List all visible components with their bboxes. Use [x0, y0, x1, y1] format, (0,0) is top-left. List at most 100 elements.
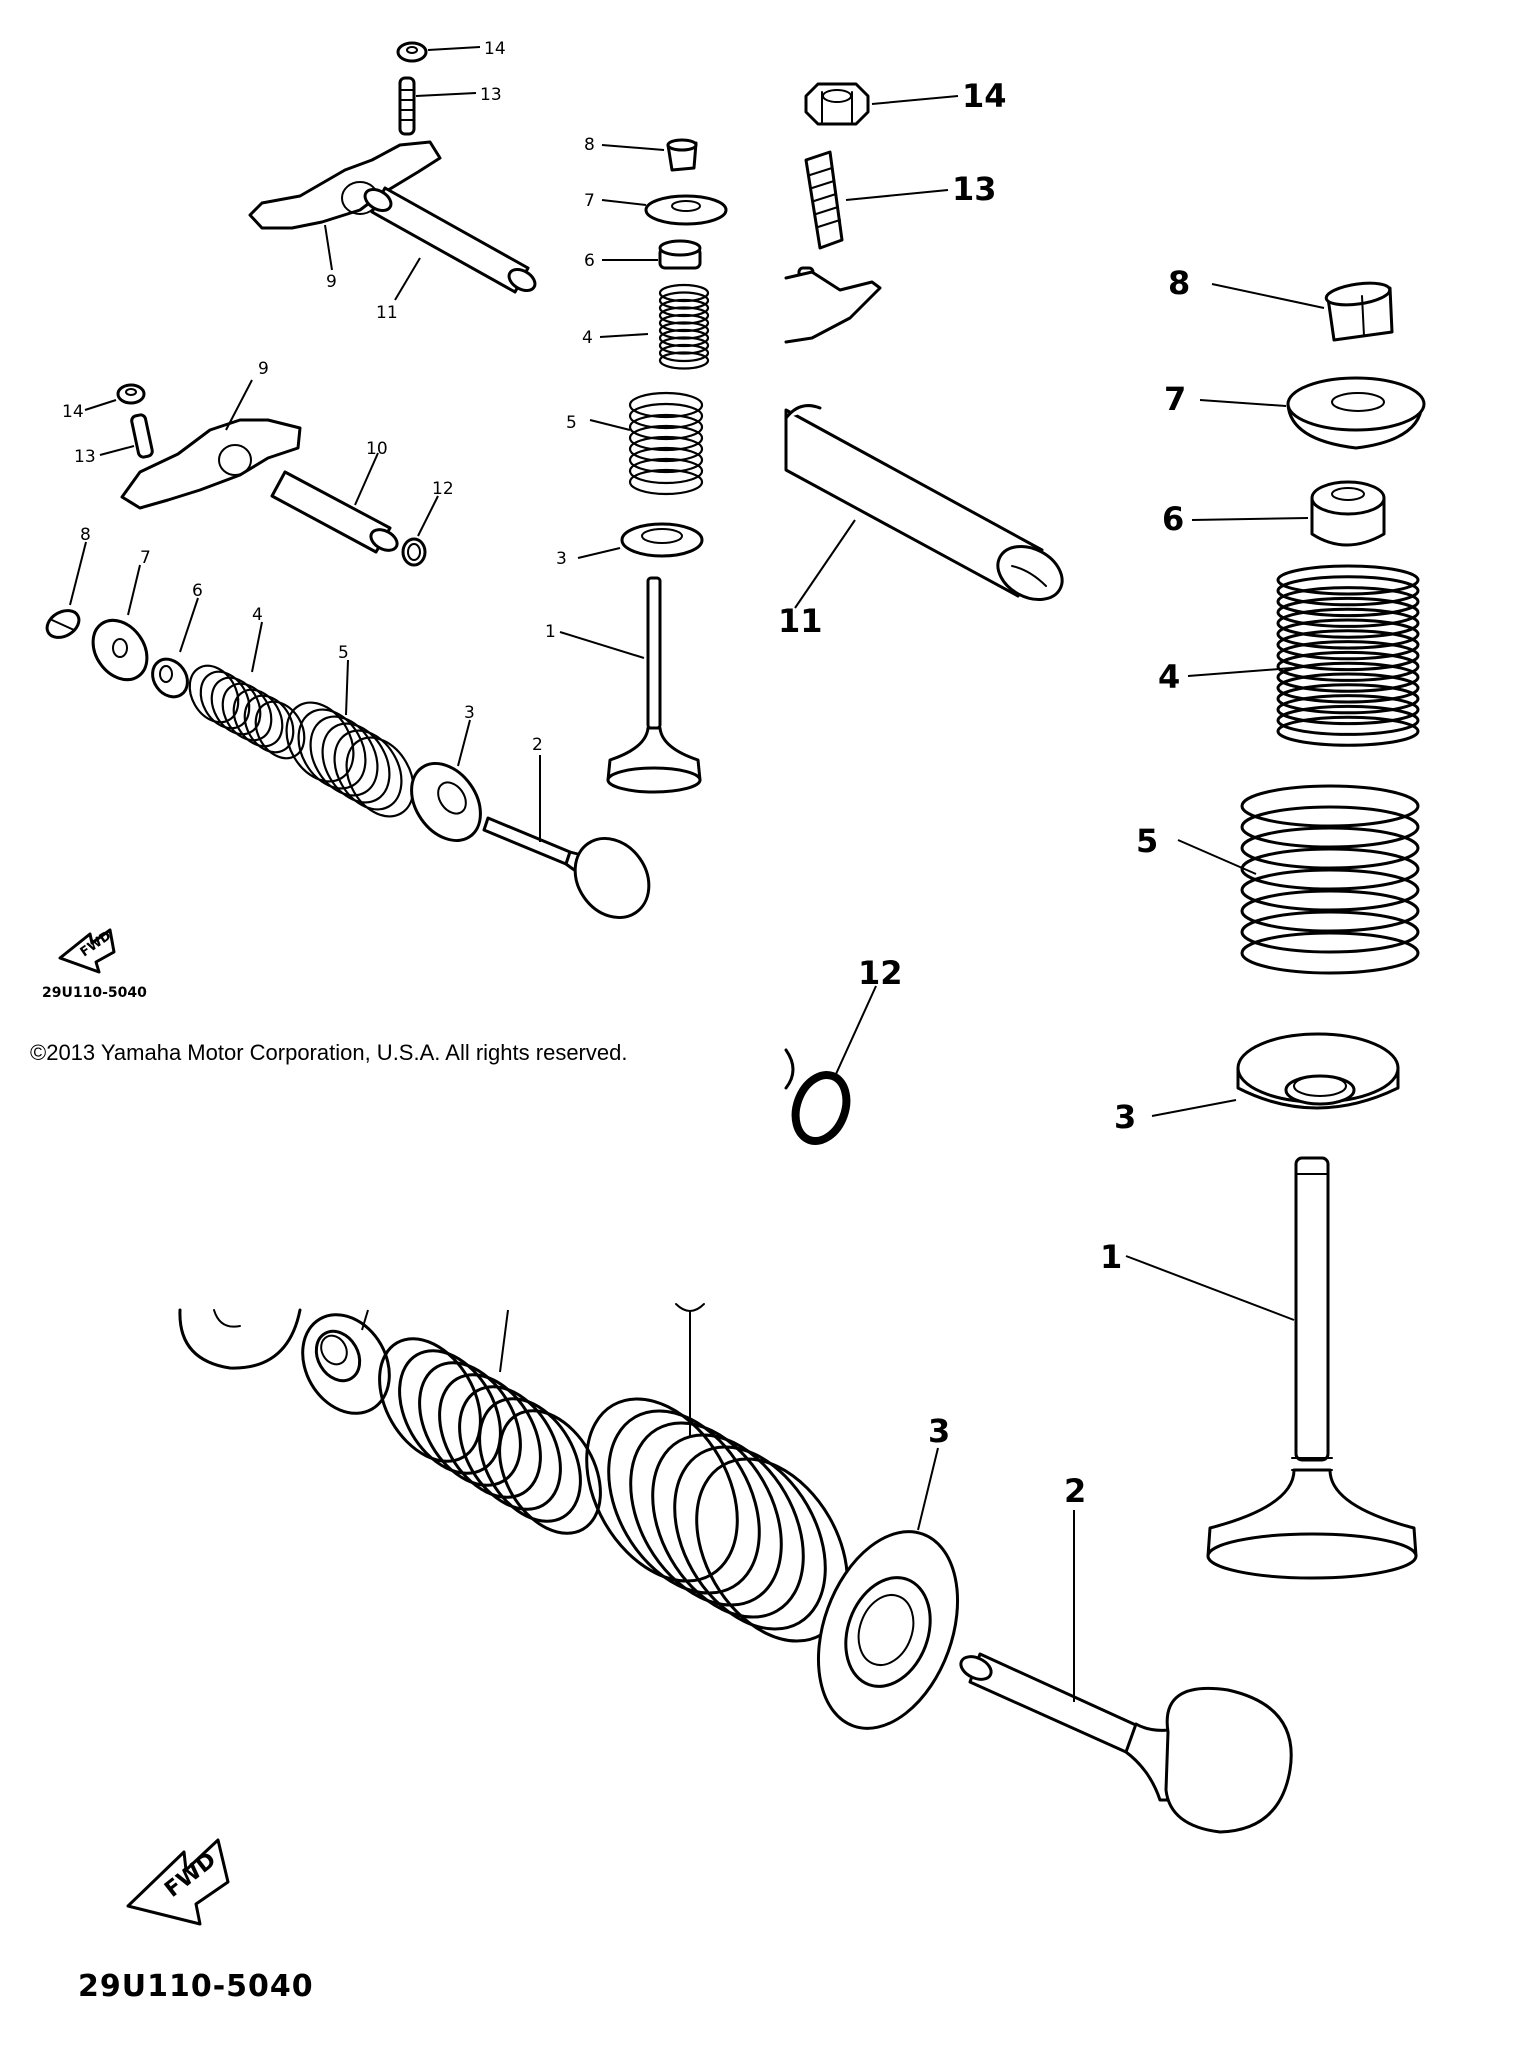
spring-coil — [1240, 910, 1420, 954]
spring-coil — [628, 435, 704, 463]
spring-coil — [1240, 868, 1420, 912]
part-2-exhaust-valve-detail — [959, 1652, 1293, 1834]
part-4-inner-spring-detail — [1276, 564, 1420, 747]
part-14-nut-left — [116, 383, 146, 405]
label-4-detail: 4 — [1158, 658, 1180, 696]
spring-coil — [309, 715, 379, 797]
fwd-arrow-big: FWD — [126, 1838, 230, 1926]
part-11-shaft-detail — [784, 404, 1064, 602]
spring-coil — [458, 1385, 562, 1511]
part-3-seat-small — [620, 522, 704, 558]
spring-coil — [1276, 704, 1420, 736]
spring-coil — [232, 688, 284, 748]
label-9-upper: 9 — [326, 272, 337, 292]
label-3-detail: 3 — [1114, 1098, 1136, 1136]
label-3-upper: 3 — [556, 549, 567, 569]
diagram-code-big: 29U110-5040 — [78, 1969, 314, 2004]
spring-coil — [585, 1397, 739, 1583]
label-12-small: 12 — [432, 479, 454, 499]
label-14-upper: 14 — [484, 39, 506, 59]
label-5-upper: 5 — [566, 413, 577, 433]
spring-coil — [345, 736, 415, 818]
part-8-cotter-detail — [1324, 281, 1394, 342]
spring-coil — [1276, 629, 1420, 661]
spring-coil — [1276, 618, 1420, 650]
label-6-left: 6 — [192, 581, 203, 601]
spring-coil — [1240, 931, 1420, 975]
spring-coil — [285, 701, 355, 783]
part-7-retainer-small — [644, 194, 728, 226]
detail-vertical-stack: 14 13 11 8 — [778, 77, 1426, 1580]
spring-coil — [628, 413, 704, 441]
spring-coil — [651, 1433, 805, 1619]
spring-coil — [210, 676, 262, 736]
spring-coil — [1276, 607, 1420, 639]
label-13-left: 13 — [74, 447, 96, 467]
spring-coil — [1276, 586, 1420, 618]
part-5-outer-spring-detail — [1240, 784, 1420, 975]
part-13-adjuster-left — [130, 413, 154, 459]
part-6-seal-detail-diagonal — [301, 1313, 391, 1415]
spring-coil — [243, 694, 295, 754]
label-5-detail: 5 — [1136, 822, 1158, 860]
label-5-left: 5 — [338, 643, 349, 663]
label-3-left: 3 — [464, 703, 475, 723]
label-13-detail: 13 — [952, 170, 997, 208]
label-11-detail: 11 — [778, 602, 823, 640]
part-6-seal-left — [151, 657, 189, 699]
label-4-left: 4 — [252, 605, 263, 625]
label-4-upper: 4 — [582, 328, 593, 348]
spring-coil — [1276, 694, 1420, 726]
spring-coil — [1240, 805, 1420, 849]
spring-coil — [628, 457, 704, 485]
spring-coil — [628, 424, 704, 452]
part-5-outer-spring-diagonal — [585, 1397, 849, 1643]
spring-coil — [628, 391, 704, 419]
label-14-left: 14 — [62, 402, 84, 422]
spring-coil — [297, 708, 367, 790]
label-7-detail: 7 — [1164, 380, 1186, 418]
spring-coil — [221, 682, 273, 742]
spring-coil — [438, 1373, 542, 1499]
part-1-intake-valve-detail — [1206, 1156, 1418, 1580]
spring-coil — [673, 1445, 827, 1631]
part-7-retainer-left — [91, 618, 149, 682]
spring-coil — [658, 351, 710, 370]
spring-coil — [254, 700, 306, 760]
spring-coil — [1276, 672, 1420, 704]
spring-coil — [1276, 564, 1420, 596]
label-3-diagonal: 3 — [928, 1412, 950, 1450]
part-12-oring-small — [401, 537, 427, 567]
label-9-left: 9 — [258, 359, 269, 379]
spring-coil — [188, 664, 240, 724]
part-8-cotter-left — [45, 609, 81, 639]
spring-coil — [321, 722, 391, 804]
label-14-detail: 14 — [962, 77, 1007, 115]
part-11-shaft-small — [363, 186, 537, 294]
part-9-rocker-detail-fragment — [784, 270, 882, 344]
label-2-diagonal: 2 — [1064, 1472, 1086, 1510]
part-10-shaft-small — [270, 470, 399, 554]
label-6-detail: 6 — [1162, 500, 1184, 538]
part-4-inner-spring-diagonal — [378, 1337, 602, 1535]
part-7-retainer-detail-fragment — [178, 1308, 302, 1370]
spring-coil — [607, 1409, 761, 1595]
label-7-left: 7 — [140, 548, 151, 568]
spring-coil — [1240, 889, 1420, 933]
fwd-arrow-small: FWD — [58, 928, 116, 974]
part-3-seat-left — [410, 762, 482, 842]
spring-coil — [333, 729, 403, 811]
spring-coil — [1276, 596, 1420, 628]
spring-coil — [658, 343, 710, 363]
spring-coil — [478, 1397, 582, 1523]
detail-diagonal-stack: 3 2 FWD 29U110-5040 — [78, 1303, 1293, 2004]
part-3-seat-detail — [1236, 1032, 1400, 1110]
part-8-cotter-small — [666, 138, 698, 172]
part-14-nut-detail — [804, 82, 870, 126]
spring-coil — [418, 1361, 522, 1487]
part-7-retainer-detail — [1286, 376, 1426, 450]
label-11: 11 — [376, 303, 398, 323]
label-10: 10 — [366, 439, 388, 459]
